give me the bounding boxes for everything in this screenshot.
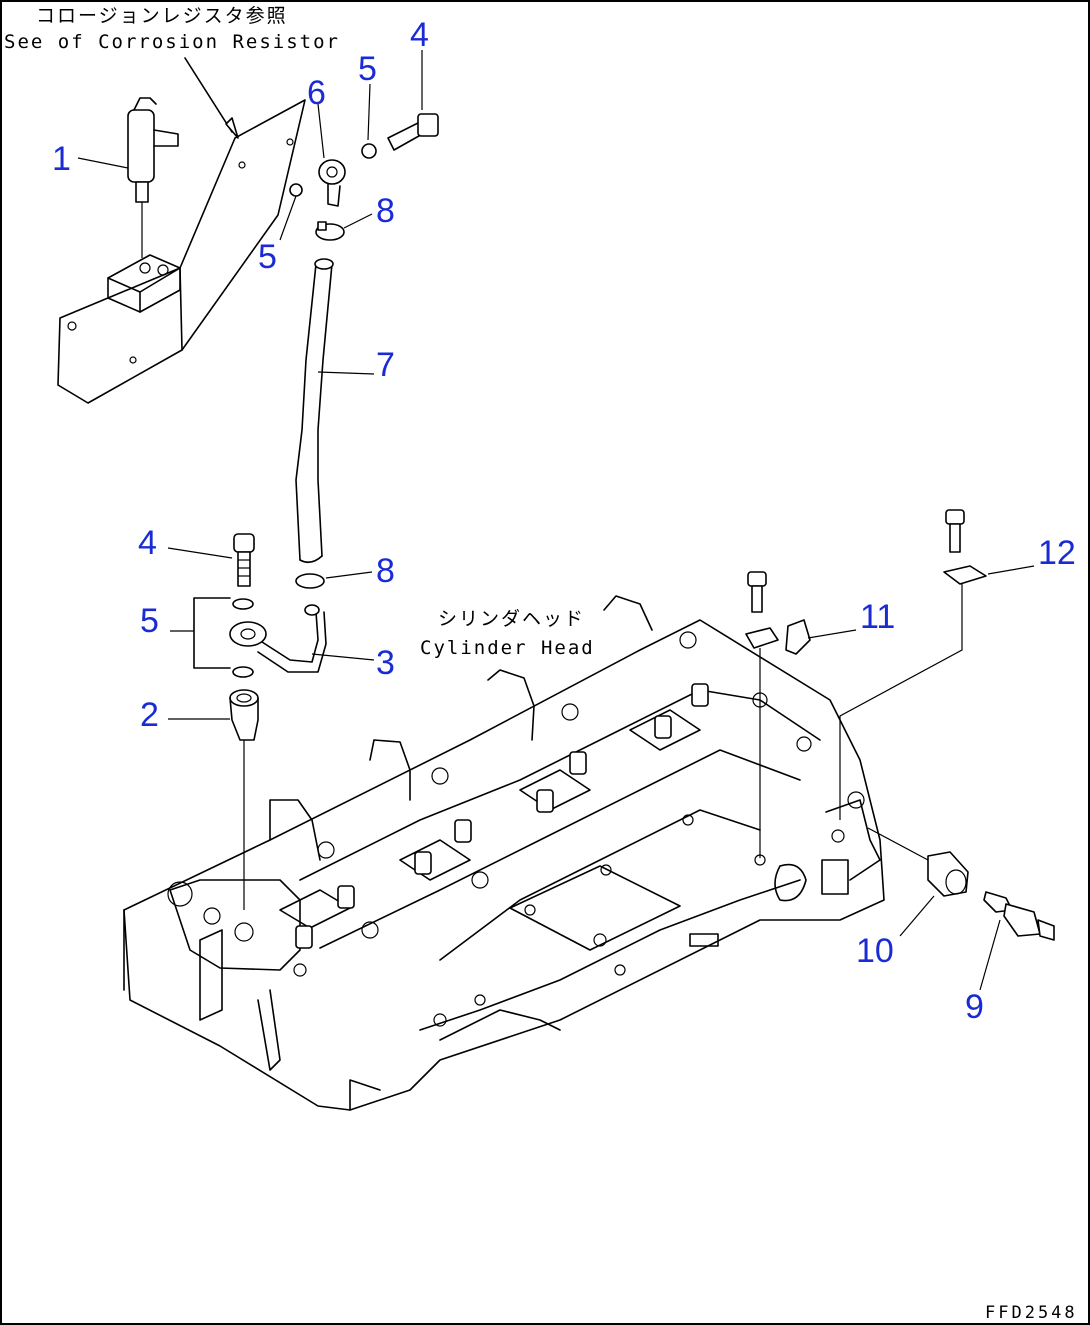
callout-1: 1 bbox=[52, 140, 71, 178]
part-4-bolt-lower bbox=[233, 533, 255, 587]
corrosion-resistor-bracket bbox=[57, 99, 306, 404]
callout-4-top: 4 bbox=[410, 16, 429, 54]
leader-arrowhead bbox=[225, 117, 239, 139]
drawing-code: FFD2548 bbox=[985, 1303, 1078, 1323]
callout-2: 2 bbox=[140, 696, 159, 734]
part-5-washer-upper bbox=[232, 598, 254, 610]
washer-bracket-5 bbox=[193, 597, 231, 669]
callout-5-lower: 5 bbox=[140, 602, 159, 640]
callout-8-bottom: 8 bbox=[376, 552, 395, 590]
cylinder-head-note-en: Cylinder Head bbox=[420, 637, 595, 659]
callout-6: 6 bbox=[307, 74, 326, 112]
callout-3: 3 bbox=[376, 644, 395, 682]
cylinder-head-valve-stems bbox=[295, 683, 709, 949]
callout-12: 12 bbox=[1038, 534, 1076, 572]
callout-7: 7 bbox=[376, 346, 395, 384]
callout-10: 10 bbox=[856, 932, 894, 970]
leader-lines bbox=[77, 50, 1035, 991]
part-12-clip bbox=[839, 509, 987, 820]
part-8-clamp-bottom bbox=[295, 573, 325, 589]
part-5-washer-lower bbox=[232, 666, 254, 678]
corrosion-note-leader bbox=[184, 57, 233, 133]
part-8-clamp-top bbox=[315, 221, 345, 241]
callout-9: 9 bbox=[965, 988, 984, 1026]
part-6-banjo-fitting bbox=[318, 159, 346, 207]
callout-11: 11 bbox=[860, 598, 895, 636]
part-2-plug bbox=[229, 689, 259, 910]
part-5-washer-top bbox=[361, 143, 377, 159]
callout-4-lower: 4 bbox=[138, 524, 157, 562]
part-1-connector bbox=[127, 97, 179, 258]
cylinder-head-bolt-holes bbox=[167, 631, 865, 1027]
callout-5-bracket: 5 bbox=[258, 238, 277, 276]
callout-8-top: 8 bbox=[376, 192, 395, 230]
part-11-clip bbox=[745, 571, 811, 858]
part-5-washer-bracket bbox=[289, 183, 303, 197]
corrosion-note-jp: コロージョンレジスタ参照 bbox=[36, 5, 288, 27]
part-3-banjo-pipe bbox=[229, 604, 327, 673]
callout-5-top: 5 bbox=[358, 50, 377, 88]
part-7-hose bbox=[295, 258, 334, 564]
part-4-bolt-top bbox=[387, 113, 439, 151]
corrosion-note-en: See of Corrosion Resistor bbox=[4, 31, 340, 53]
part-10-plug bbox=[867, 827, 969, 897]
cylinder-head-note-jp: シリンダヘッド bbox=[438, 608, 585, 630]
part-9-temperature-sensor bbox=[983, 891, 1055, 941]
